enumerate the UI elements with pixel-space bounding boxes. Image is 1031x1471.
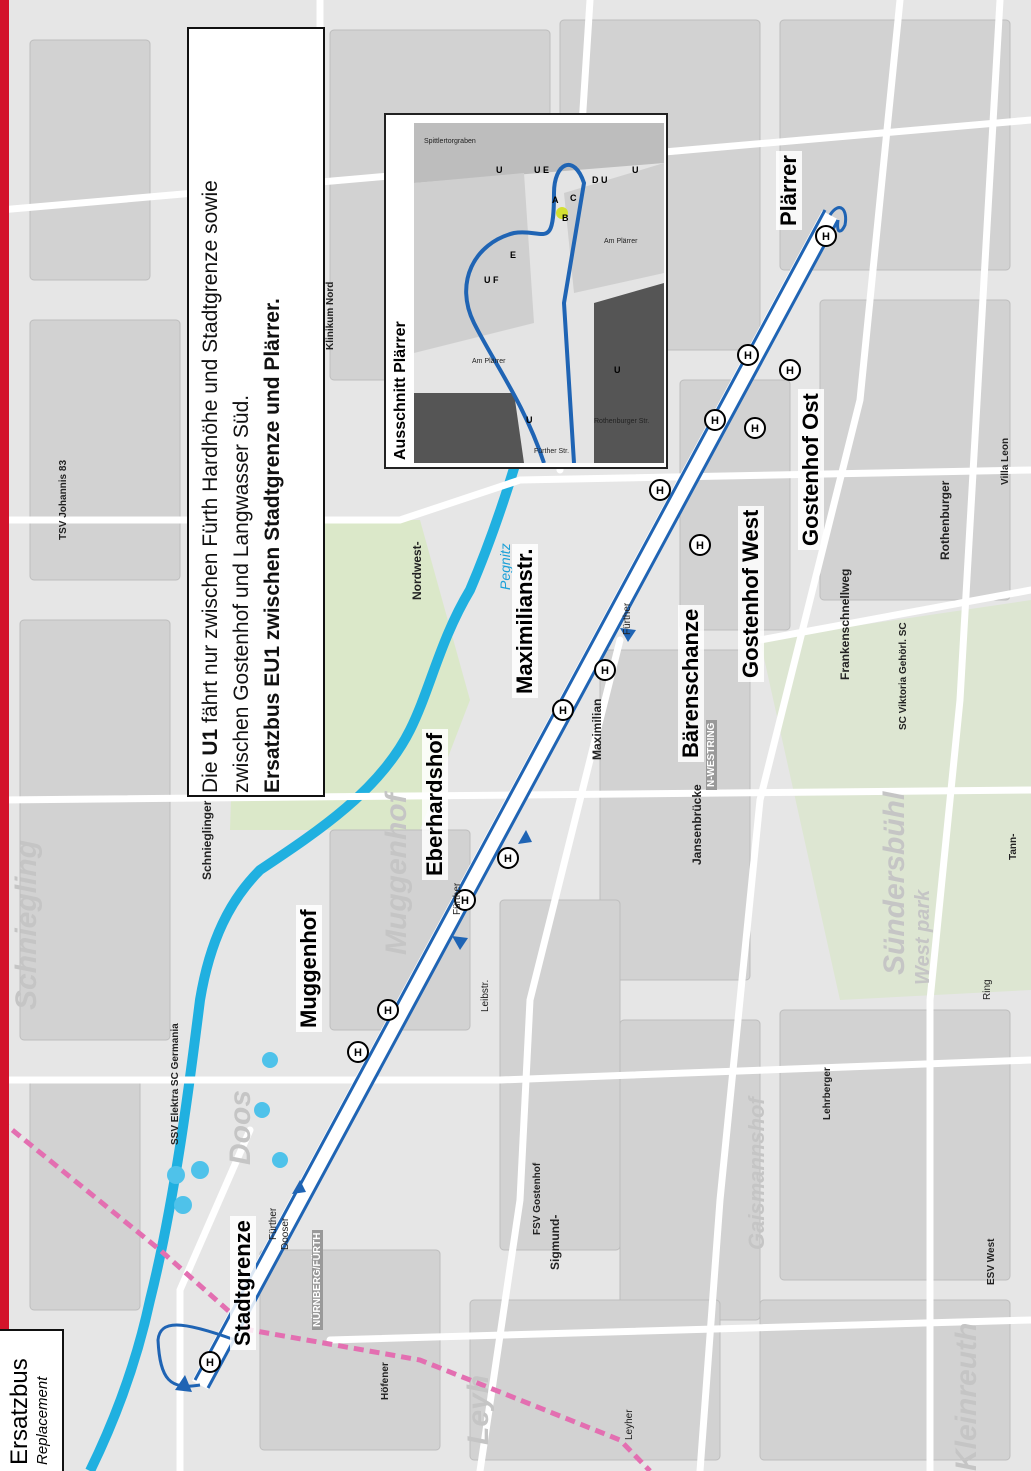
- info-box: Die U1 fährt nur zwischen Fürth Hardhöhe…: [187, 27, 325, 797]
- inset-label-u2: U: [632, 165, 639, 175]
- stop-gostenhof-ost[interactable]: Gostenhof Ost: [798, 389, 824, 550]
- svg-text:H: H: [354, 1047, 362, 1059]
- district-muggenhof: Muggenhof: [380, 793, 413, 955]
- street-nuernberg-fuerth: NÜRNBERG/FÜRTH: [312, 1229, 323, 1330]
- place-tsv: TSV Johannis 83: [58, 459, 69, 540]
- svg-text:H: H: [601, 665, 609, 677]
- street-leyher: Leyher: [624, 1409, 635, 1440]
- inset-label-c: C: [570, 193, 577, 203]
- street-schnieglinger: Schnieglinger: [200, 800, 214, 880]
- svg-text:H: H: [711, 415, 719, 427]
- inset-street-d: Rothenburger Str.: [594, 418, 649, 425]
- stop-gostenhof-west[interactable]: Gostenhof West: [738, 505, 764, 682]
- district-doos: Doos: [224, 1090, 257, 1165]
- river-pegnitz-label: Pegnitz: [497, 543, 513, 590]
- stop-baerenschanze[interactable]: Bärenschanze: [678, 604, 704, 762]
- inset-street-e: Fürther Str.: [534, 448, 569, 455]
- district-leyh: Leyh: [462, 1374, 495, 1445]
- inset-label-uf: U F: [484, 275, 499, 285]
- stop-muggenhof[interactable]: Muggenhof: [296, 905, 322, 1032]
- info-line-2: zwischen Gostenhof und Langwasser Süd.: [230, 394, 253, 793]
- district-kleinreuth: Kleinreuth: [950, 1322, 983, 1471]
- route-loop-plaerrer: [828, 206, 848, 233]
- red-edge-bar: [0, 0, 9, 1329]
- inset-label-u4: U: [526, 415, 533, 425]
- street-dooser: Dooser: [280, 1217, 291, 1250]
- svg-text:H: H: [559, 705, 567, 717]
- info-line-3: Ersatzbus EU1 zwischen Stadtgrenze und P…: [261, 298, 284, 793]
- district-sundersbuehl: Sündersbühl: [878, 791, 911, 975]
- svg-text:H: H: [656, 485, 664, 497]
- place-esv: ESV West: [986, 1238, 997, 1286]
- street-ring: Ring: [982, 979, 993, 1000]
- svg-text:H: H: [822, 231, 830, 243]
- svg-text:H: H: [461, 895, 469, 907]
- street-fuerther-2: Fürther: [452, 882, 463, 915]
- street-rothenburger: Rothenburger: [938, 480, 952, 560]
- svg-text:H: H: [384, 1005, 392, 1017]
- street-jansenbruecke: Jansenbrücke: [690, 784, 704, 865]
- inset-street-c: Spittlertorgraben: [424, 138, 476, 145]
- street-hoefener: Höfener: [380, 1362, 391, 1400]
- badge-subtitle: Replacement: [34, 1376, 51, 1465]
- info-line-1a: Die: [199, 755, 222, 793]
- info-line-1c: fährt nur zwischen Fürth Hardhöhe und St…: [199, 180, 222, 729]
- inset-label-b: B: [562, 213, 569, 223]
- stop-markers: [199, 225, 837, 1373]
- replacement-badge: Ersatzbus Replacement: [0, 1329, 64, 1471]
- svg-text:H: H: [744, 350, 752, 362]
- inset-street-b: Am Plärrer: [604, 238, 638, 245]
- inset-label-u3: U: [614, 365, 621, 375]
- info-line-u1: U1: [199, 728, 222, 756]
- inset-label-ue: U E: [534, 165, 549, 175]
- inset-label-u1: U: [496, 165, 503, 175]
- svg-text:H: H: [206, 1357, 214, 1369]
- street-leibstr: Leibstr.: [480, 979, 491, 1012]
- inset-map: U F D U U E U U U U E A B C Am Plärrer A…: [414, 123, 664, 463]
- district-gaismannshof: Gaismannshof: [744, 1097, 769, 1250]
- stop-maximilianstr[interactable]: Maximilianstr.: [512, 544, 538, 698]
- inset-label-ud: D U: [592, 175, 608, 185]
- badge-title: Ersatzbus: [6, 1358, 33, 1465]
- street-tann: Tann-: [1008, 833, 1019, 860]
- inset-plaerrer[interactable]: Ausschnitt Plärrer U F D U U E U U U U E…: [384, 113, 668, 469]
- inset-label-a: A: [552, 195, 559, 205]
- svg-text:H: H: [786, 365, 794, 377]
- street-fuerther-1: Fürther: [268, 1207, 279, 1240]
- place-ssv: SSV Elektra SC Germania: [170, 1023, 181, 1145]
- street-maximilian: Maximilian: [590, 698, 604, 760]
- street-lehrberger: Lehrberger: [822, 1067, 833, 1120]
- street-fuerther-3: Fürther: [622, 602, 633, 635]
- street-sigmund: Sigmund-: [548, 1214, 562, 1270]
- route-loop-stadtgrenze: [156, 1323, 236, 1388]
- stop-plaerrer[interactable]: Plärrer: [776, 151, 802, 230]
- street-nordwest: Nordwest-: [410, 541, 424, 600]
- street-klinikum-nord: Klinikum Nord: [325, 281, 336, 350]
- place-sc-viktoria: SC Viktoria Gehörl. SC: [898, 622, 909, 730]
- city-border: [0, 1118, 652, 1471]
- inset-street-a: Am Plärrer: [472, 358, 506, 365]
- river-pegnitz: [85, 378, 545, 1471]
- place-fsv: FSV Gostenhof: [532, 1162, 543, 1235]
- district-westpark: West park: [912, 889, 934, 985]
- district-schniegling: Schniegling: [10, 839, 43, 1010]
- stop-eberhardshof[interactable]: Eberhardshof: [422, 728, 448, 880]
- route-line-inbound: [206, 219, 840, 1389]
- place-villa: Villa Leon: [1000, 437, 1011, 485]
- street-n-westring: N-WESTRING: [706, 719, 717, 790]
- inset-title: Ausschnitt Plärrer: [392, 321, 409, 460]
- stop-stadtgrenze[interactable]: Stadtgrenze: [230, 1216, 256, 1350]
- info-line-1: Die U1 fährt nur zwischen Fürth Hardhöhe…: [195, 41, 226, 793]
- street-frankenschnellweg: Frankenschnellweg: [838, 568, 852, 680]
- info-text: Die U1 fährt nur zwischen Fürth Hardhöhe…: [195, 41, 288, 793]
- svg-text:H: H: [504, 853, 512, 865]
- svg-text:H: H: [751, 423, 759, 435]
- svg-text:H: H: [696, 540, 704, 552]
- inset-label-e: E: [510, 250, 516, 260]
